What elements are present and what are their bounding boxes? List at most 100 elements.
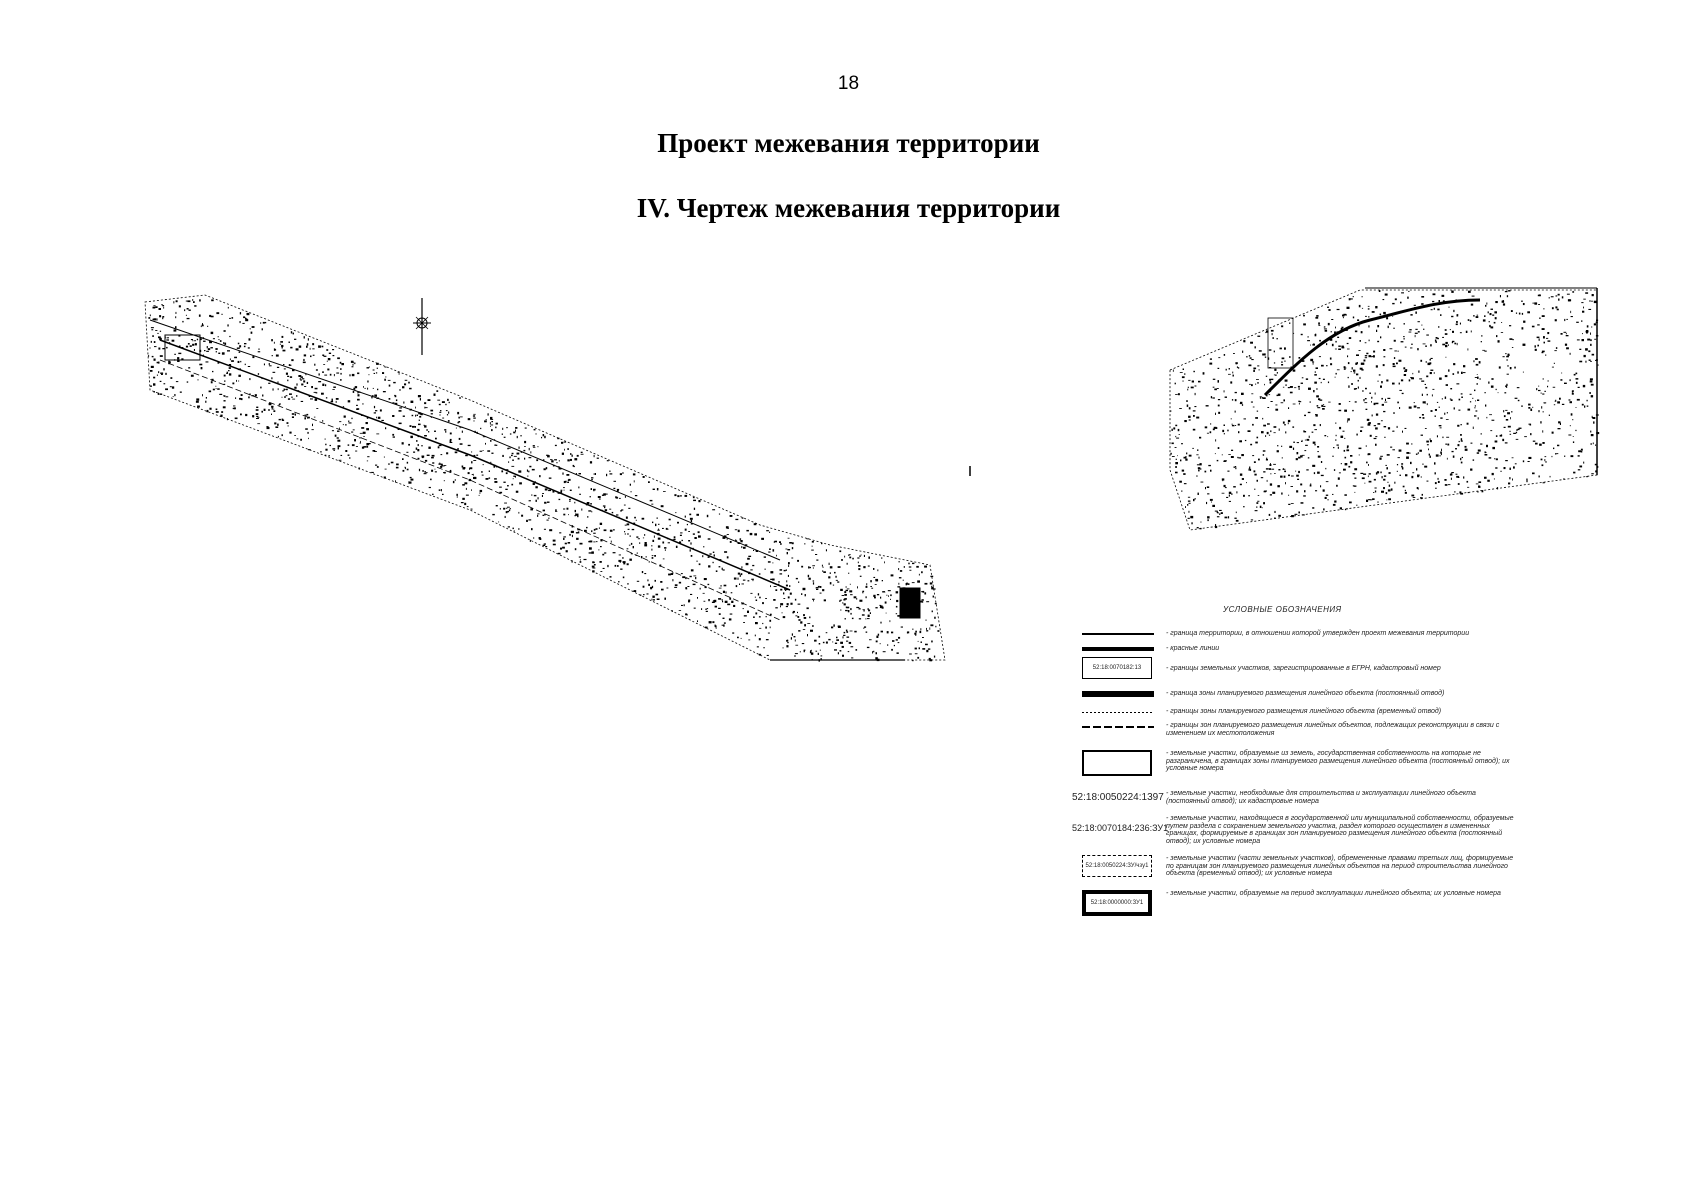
map-speckle (1269, 483, 1273, 486)
map-speckle (613, 529, 615, 531)
map-speckle (171, 386, 175, 389)
map-speckle (907, 610, 910, 612)
map-speckle (648, 561, 650, 563)
map-speckle (291, 413, 295, 415)
map-speckle (908, 566, 912, 568)
map-speckle (569, 489, 572, 491)
map-speckle (1332, 455, 1334, 457)
map-speckle (1239, 440, 1242, 443)
map-speckle (803, 649, 805, 653)
map-speckle (609, 473, 613, 475)
building-block (899, 587, 921, 619)
map-speckle (536, 459, 539, 462)
map-speckle (770, 578, 773, 580)
map-speckle (1508, 290, 1511, 292)
map-speckle (1292, 369, 1296, 372)
map-speckle (1174, 447, 1177, 448)
map-speckle (1595, 470, 1597, 473)
map-speckle (1274, 473, 1276, 474)
map-speckle (1444, 412, 1446, 415)
map-speckle (1406, 442, 1409, 445)
map-speckle (663, 491, 666, 492)
map-speckle (1331, 319, 1334, 320)
map-speckle (583, 558, 587, 561)
map-speckle (1377, 423, 1381, 425)
map-speckle (1249, 383, 1251, 385)
map-speckle (815, 554, 818, 555)
map-speckle (848, 554, 850, 556)
map-speckle (422, 457, 424, 459)
map-speckle (1372, 355, 1375, 358)
map-speckle (905, 617, 907, 619)
map-speckle (794, 655, 796, 657)
map-speckle (1338, 409, 1342, 412)
map-speckle (1426, 440, 1429, 443)
map-speckle (174, 394, 176, 397)
map-speckle (1368, 422, 1371, 424)
map-speckle (1199, 463, 1202, 466)
map-speckle (1532, 302, 1535, 304)
map-speckle (1392, 315, 1394, 317)
map-speckle (1368, 473, 1371, 475)
map-speckle (1273, 350, 1275, 353)
map-speckle (409, 408, 412, 411)
map-speckle (404, 383, 407, 386)
map-speckle (1206, 501, 1208, 505)
map-speckle (1186, 452, 1188, 455)
map-speckle (846, 562, 848, 565)
map-speckle (1257, 495, 1260, 496)
map-speckle (1265, 468, 1269, 470)
map-speckle (1396, 470, 1398, 472)
map-speckle (1323, 508, 1325, 511)
map-speckle (1221, 454, 1223, 456)
map-speckle (268, 382, 271, 384)
map-speckle (1380, 385, 1382, 388)
map-speckle (1234, 517, 1237, 519)
map-speckle (1408, 452, 1411, 454)
map-speckle (1538, 475, 1540, 478)
map-speckle (919, 600, 922, 603)
map-speckle (1227, 429, 1229, 432)
map-speckle (1500, 434, 1503, 436)
map-speckle (322, 383, 325, 386)
map-speckle (1466, 480, 1469, 483)
map-speckle (1339, 507, 1342, 510)
map-speckle (1282, 421, 1285, 424)
map-speckle (1470, 468, 1473, 471)
map-speckle (177, 357, 180, 360)
map-speckle (1590, 434, 1594, 437)
map-speckle (849, 583, 851, 585)
map-speckle (891, 631, 894, 634)
map-speckle (323, 355, 327, 357)
map-speckle (646, 593, 649, 595)
map-speckle (1460, 440, 1463, 442)
map-speckle (539, 538, 542, 540)
map-speckle (591, 530, 593, 533)
map-speckle (440, 410, 442, 412)
map-speckle (1500, 470, 1502, 472)
map-speckle (207, 325, 209, 327)
map-speckle (244, 363, 246, 366)
map-speckle (1595, 359, 1597, 361)
map-speckle (1253, 470, 1256, 473)
map-speckle (865, 596, 867, 599)
map-speckle (312, 348, 315, 350)
map-speckle (1228, 500, 1231, 502)
map-speckle (209, 340, 212, 344)
map-speckle (1497, 392, 1499, 394)
map-speckle (794, 598, 797, 601)
map-speckle (1521, 312, 1524, 315)
map-speckle (1196, 527, 1199, 529)
map-speckle (1343, 468, 1346, 471)
map-speckle (929, 659, 933, 662)
map-speckle (1187, 517, 1190, 519)
map-speckle (223, 330, 226, 332)
map-speckle (609, 536, 611, 538)
map-speckle (161, 373, 163, 375)
map-speckle (571, 525, 574, 528)
map-speckle (844, 598, 847, 600)
map-speckle (352, 391, 355, 393)
map-speckle (1390, 488, 1393, 491)
map-speckle (790, 602, 793, 605)
map-speckle (1484, 315, 1486, 317)
